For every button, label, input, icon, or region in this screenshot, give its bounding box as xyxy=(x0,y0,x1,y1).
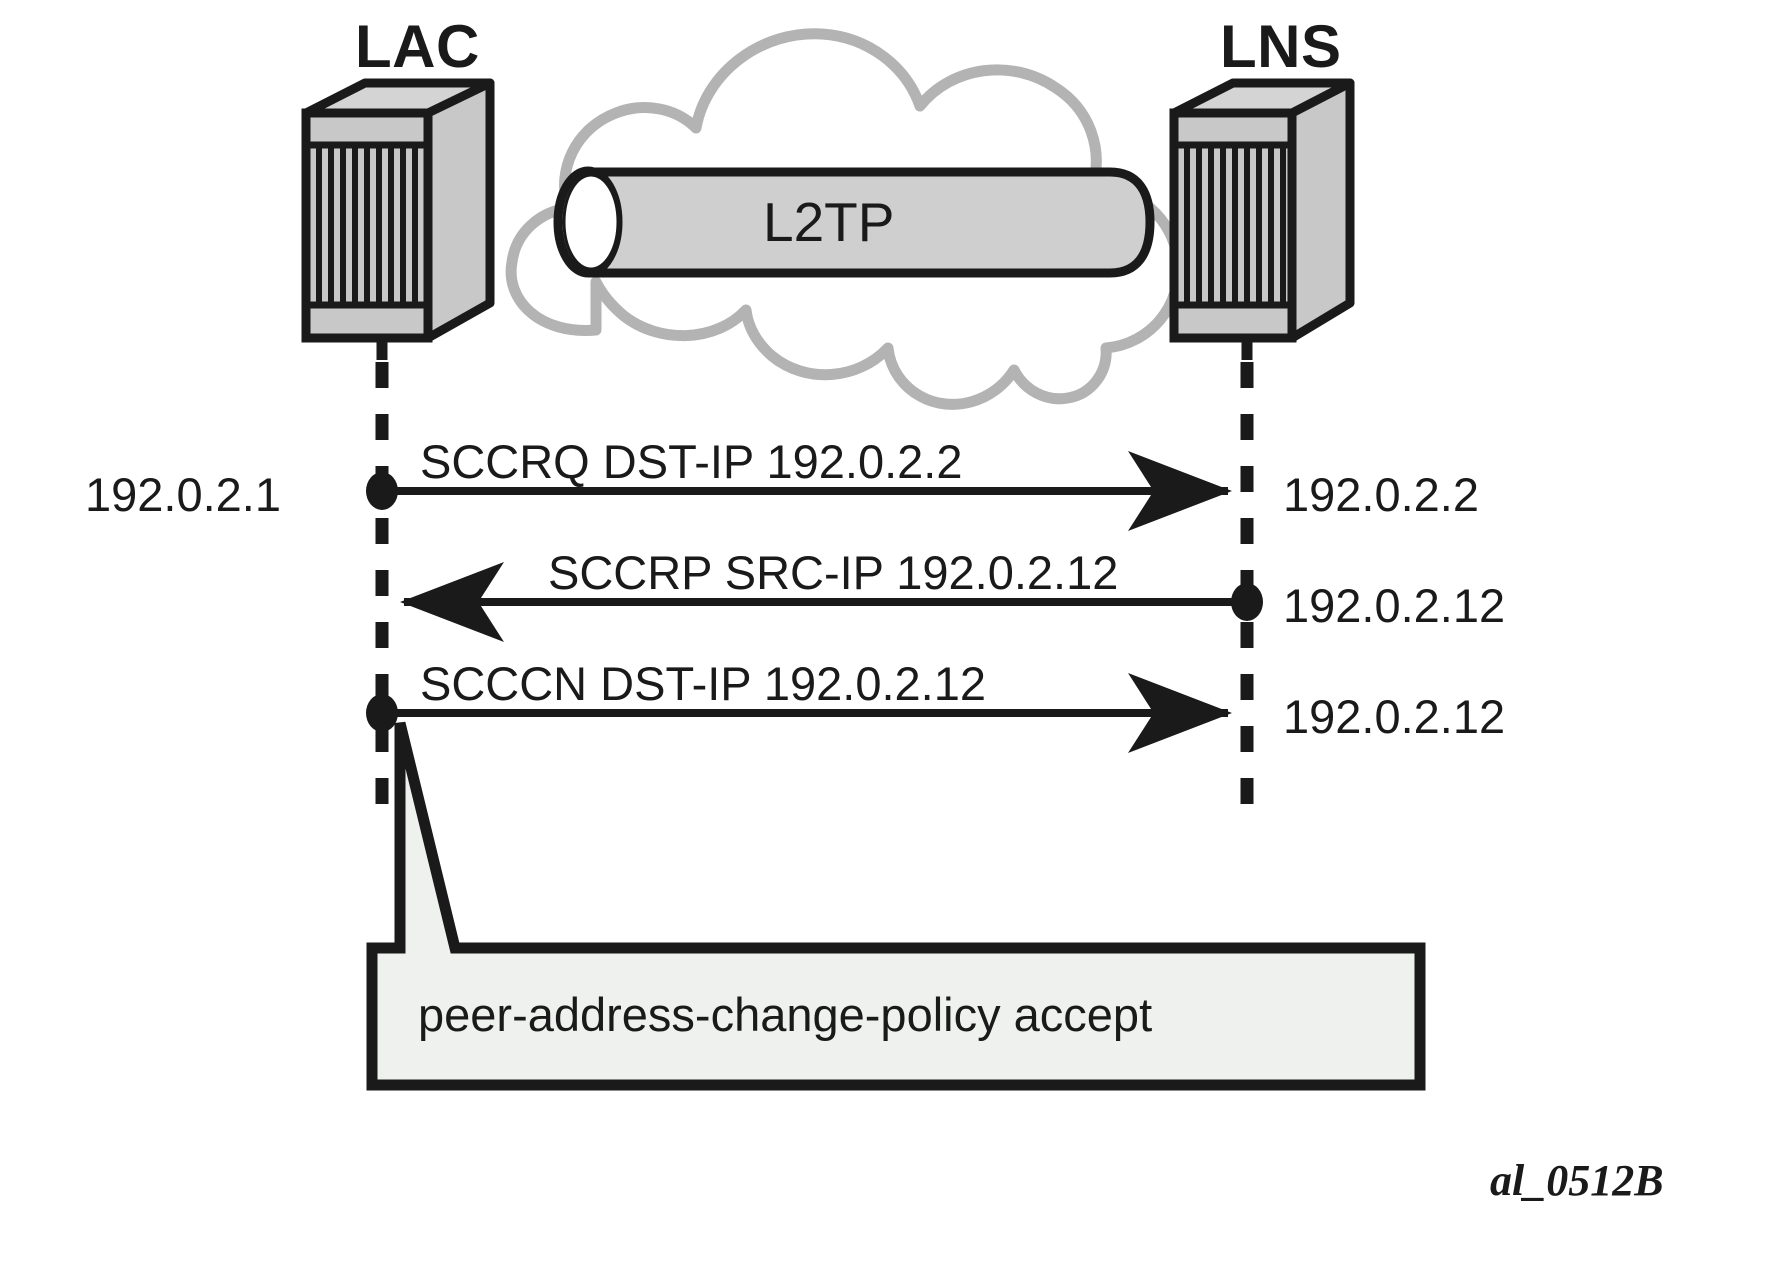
lns-endpoint-ip-scccn: 192.0.2.12 xyxy=(1283,690,1506,743)
figure-id-watermark: al_0512B xyxy=(1490,1156,1664,1205)
lac-endpoint-ip: 192.0.2.1 xyxy=(85,468,282,521)
message-label-sccrq: SCCRQ DST-IP 192.0.2.2 xyxy=(420,435,963,488)
lac-title: LAC xyxy=(355,13,480,80)
message-arrow-scccn xyxy=(366,673,1232,753)
message-label-sccrp: SCCRP SRC-IP 192.0.2.12 xyxy=(548,546,1119,599)
l2tp-tunnel-cylinder xyxy=(553,166,1155,278)
lns-endpoint-ip-sccrp: 192.0.2.12 xyxy=(1283,579,1506,632)
l2tp-tunnel-label: L2TP xyxy=(763,191,895,253)
lns-router-icon xyxy=(1169,78,1355,360)
message-label-scccn: SCCCN DST-IP 192.0.2.12 xyxy=(420,657,986,710)
callout-policy-text: peer-address-change-policy accept xyxy=(418,988,1153,1041)
message-arrow-sccrq xyxy=(366,451,1232,531)
lns-title: LNS xyxy=(1220,13,1342,80)
message-arrow-sccrp xyxy=(400,562,1263,642)
callout-box xyxy=(366,721,1426,1091)
lns-endpoint-ip-sccrq: 192.0.2.2 xyxy=(1283,468,1480,521)
lac-router-icon xyxy=(301,78,495,360)
